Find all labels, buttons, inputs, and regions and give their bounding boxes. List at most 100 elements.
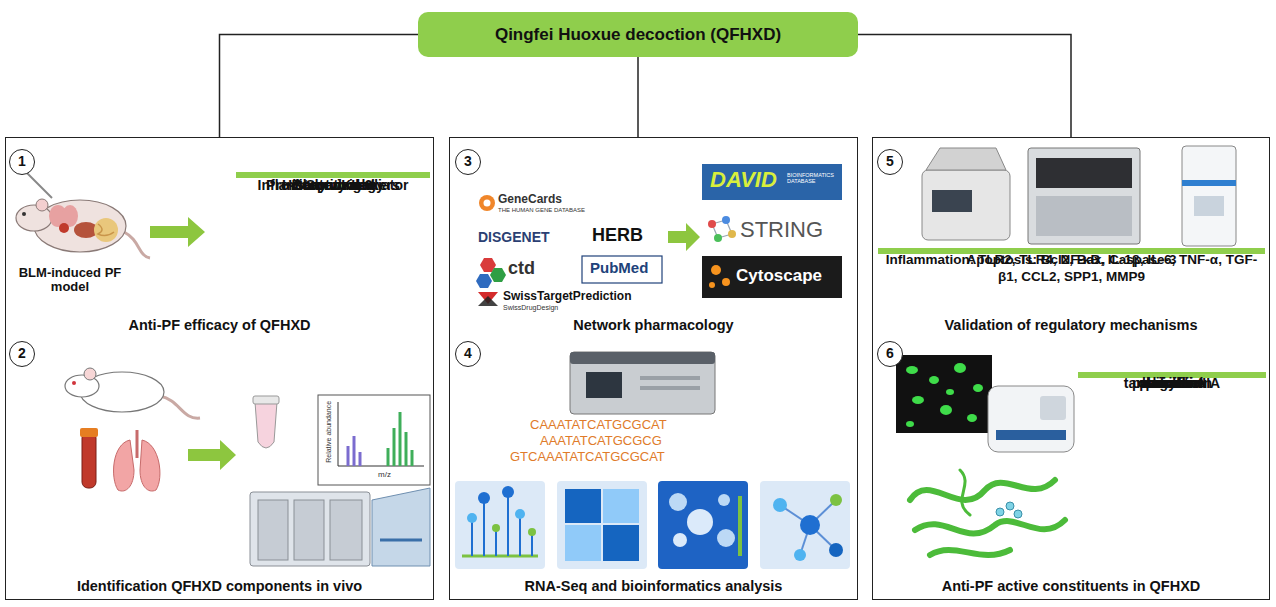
- analysis-tiles-part: [492, 524, 500, 532]
- step-number-text: 4: [456, 342, 480, 365]
- mouse-illustration-part: [36, 199, 48, 211]
- fluorescence-image-part-part: [940, 405, 952, 415]
- blood-tube: [80, 428, 98, 488]
- panel-caption: Anti-PF efficacy of QFHXD: [6, 317, 433, 333]
- analysis-tiles-part: [669, 493, 687, 511]
- protein-structure-part: [930, 550, 1010, 555]
- analysis-tiles-part: [718, 494, 730, 506]
- step-number: 4: [455, 341, 481, 367]
- lcms-instrument-part: [253, 396, 279, 404]
- mass-spectrum-chart-part-part: [387, 448, 390, 466]
- lung-illustration-part: [136, 430, 139, 458]
- logo-text: PubMed: [590, 260, 648, 277]
- logo-text: THE HUMAN GENE DATABASE: [498, 207, 585, 214]
- lab-instruments-part: [926, 148, 1006, 170]
- logo-text: BIOINFORMATICS DATABASE: [787, 172, 841, 184]
- fluorescence-image-part-part: [906, 366, 918, 374]
- step-number: 6: [877, 341, 903, 367]
- lung-illustration-part: [114, 440, 134, 491]
- analysis-tiles-part: [565, 489, 601, 523]
- logo-graphics-part: [490, 268, 506, 282]
- analysis-tiles-part: [467, 513, 477, 523]
- fluorescence-image-part-part: [954, 363, 966, 373]
- mass-spectrum-chart-part: [388, 412, 412, 466]
- ligand: [996, 502, 1022, 518]
- lung-illustration-part: [140, 440, 160, 491]
- lcms-instrument-part: [258, 500, 288, 560]
- sequencer-device-part: [640, 386, 700, 390]
- logo-text: ctd: [508, 259, 535, 279]
- green-arrow-part: [668, 223, 700, 251]
- logo-text: HERB: [592, 226, 643, 246]
- mass-spectrum-chart-part-part: [393, 428, 396, 466]
- title-text: Qingfei Huoxue decoction (QFHXD): [495, 25, 781, 45]
- analysis-tiles-part: [528, 528, 536, 536]
- step-number: 5: [877, 149, 903, 175]
- analysis-tiles-part: [658, 481, 748, 569]
- mass-spectrum-chart-part-part: [353, 436, 356, 466]
- lab-instruments: [922, 146, 1236, 246]
- lcms-instrument-part: [294, 500, 324, 560]
- mouse-illustration-part: [98, 224, 114, 236]
- analysis-tiles-part: [830, 494, 842, 506]
- logo-text: STRING: [740, 218, 823, 242]
- logo-text: GeneCards: [498, 193, 562, 206]
- step-number: 1: [9, 149, 35, 175]
- analysis-tiles-part: [800, 515, 820, 535]
- sequencer-device-part: [570, 352, 715, 414]
- plate-reader: [988, 386, 1074, 452]
- analysis-tiles-part: [455, 481, 545, 569]
- analysis-tiles-part: [478, 492, 490, 504]
- sequencer-device: [570, 352, 715, 414]
- title-box: Qingfei Huoxue decoction (QFHXD): [418, 12, 858, 57]
- rat-illustration-part: [84, 368, 96, 380]
- panel-caption: Validation of regulatory mechanisms: [873, 317, 1269, 333]
- fluorescence-image-part-part: [946, 389, 954, 395]
- mouse-illustration-part: [94, 218, 118, 242]
- lab-instruments-part: [922, 170, 1010, 240]
- lcms-instrument: [250, 396, 430, 566]
- green-arrow-part: [150, 217, 205, 247]
- lcms-instrument-part: [255, 402, 277, 448]
- analysis-tiles-part-part: [495, 530, 497, 556]
- lab-instruments-part: [1194, 196, 1224, 216]
- plate-reader-part: [988, 386, 1074, 452]
- mouse-illustration-part: [59, 223, 69, 233]
- analysis-tiles-part: [502, 486, 514, 498]
- ligand-part: [1006, 502, 1014, 510]
- green-arrow-part: [188, 440, 236, 470]
- analysis-tiles-part: [760, 481, 850, 569]
- logo-graphics-part: [702, 164, 842, 200]
- logo-text: DAVID: [710, 168, 777, 192]
- mass-spectrum-chart-part-part: [411, 450, 414, 466]
- fluorescence-image-part: [896, 355, 992, 433]
- plate-reader-part: [996, 430, 1066, 440]
- analysis-tiles-part: [794, 549, 806, 561]
- sequence-text: CAAATATCATGCGCAT: [530, 418, 667, 432]
- sequencer-device-part: [640, 376, 700, 380]
- result-text: paeoniflorin: [1078, 375, 1266, 392]
- result-box: Body weightSurvivalHistopathologyPro-fib…: [236, 172, 430, 178]
- plate-reader-part: [1040, 396, 1066, 420]
- panel-caption: Anti-PF active constituents in QFHXD: [873, 578, 1269, 594]
- lcms-instrument-part: [250, 492, 370, 566]
- connector-line: [220, 35, 419, 138]
- analysis-tiles-part: [673, 533, 687, 547]
- blood-tube-part: [80, 428, 98, 437]
- mass-spectrum-chart: [318, 395, 430, 485]
- analysis-tiles-part: [462, 555, 538, 558]
- sequencer-device-part: [570, 352, 715, 364]
- mass-spectrum-chart-part-part: [347, 446, 350, 466]
- connector-line: [637, 57, 639, 137]
- lab-instruments-part: [1182, 180, 1236, 186]
- step-number-text: 6: [878, 342, 902, 365]
- mass-spectrum-chart-part-part: [405, 432, 408, 466]
- rat-illustration-part: [160, 396, 200, 418]
- fluorescence-image-part-part: [906, 421, 914, 427]
- mass-spectrum-chart-part-part: [399, 412, 402, 466]
- panel-column: Validation of regulatory mechanismsAnti-…: [872, 137, 1270, 600]
- mass-spectrum-chart-part: [318, 395, 430, 485]
- lcms-instrument-part: [330, 500, 362, 560]
- step-number-text: 3: [456, 150, 480, 173]
